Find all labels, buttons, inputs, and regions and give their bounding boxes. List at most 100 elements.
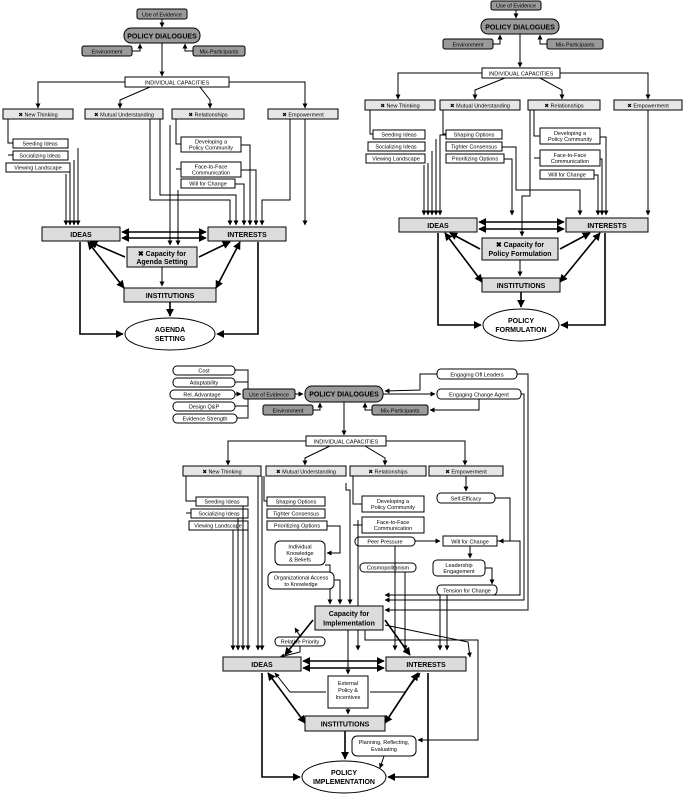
d3-seeding-ideas-label: Seeding Ideas [204,500,239,506]
d2-shaping-options-label: Shaping Options [454,133,495,139]
d3-empowerment-label: ✖ Empowerment [445,469,487,476]
d3-developing-label-1: Developing a [377,499,410,505]
policy-formulation-label-2: FORMULATION [495,327,546,334]
d3-environment-label: Environment [273,409,304,415]
diagram-policy-implementation: Cost Adaptability Rel. Advantage Design … [169,365,529,794]
empowerment-box [267,108,339,120]
evidence-strength-label: Evidence Strength [183,417,228,423]
individual-knowledge-label-1: Individual [288,545,311,551]
d3-tighter-consensus-label: Tighter Consensus [273,512,319,518]
d2-viewing-landscape-box [365,153,426,164]
d2-mutual-understanding-label: ✖ Mutual Understanding [450,103,510,110]
leadership-label-2: Engagement [443,569,475,575]
capacity-agenda-label-2: Agenda Setting [136,259,187,266]
mutual-understanding-label: ✖ Mutual Understanding [94,112,154,119]
d2-use-evidence-label: Use of Evidence [496,4,536,10]
new-thinking-box [2,108,74,120]
planning-reflecting-box [351,735,417,757]
d3-socializing-ideas-label: Socializing Ideas [198,512,240,518]
d2-viewing-landscape-label: Viewing Landscape [372,157,420,163]
agenda-setting-label-2: SETTING [155,336,186,343]
agenda-setting-label-1: AGENDA [155,327,185,334]
socializing-ideas-label: Socializing Ideas [19,154,61,160]
d2-institutions-label: INSTITUTIONS [497,283,546,290]
adaptability-label: Adaptability [190,381,219,387]
d2-capacity-formulation-label-2: Policy Formulation [488,251,551,258]
relative-priority-label: Relative Priority [281,640,320,646]
d3-mutual-understanding-box [265,465,347,477]
d2-tighter-consensus-label: Tighter Consensus [451,145,497,151]
individual-knowledge-label-2: Knowledge [286,551,313,557]
capacity-implementation-box [314,605,384,631]
diagram-agenda-setting: Use of Evidence POLICY DIALOGUES Environ… [2,8,339,351]
institutions-label: INSTITUTIONS [146,293,195,300]
d3-ideas-label: IDEAS [251,662,273,669]
d3-institutions-label: INSTITUTIONS [321,722,370,729]
d2-prioritizing-options-label: Prioritizing Options [452,157,498,163]
cosmopolitanism-box [359,562,417,573]
d2-relationships-box [527,99,601,111]
d3-shaping-options-label: Shaping Options [276,500,317,506]
planning-label-2: Evaluating [371,747,397,753]
ideas-box [41,226,121,242]
viewing-landscape-label: Viewing Landscape [14,166,62,172]
use-evidence-label: Use of Evidence [142,13,182,19]
d3-relationships-box [349,465,427,477]
d3-interests-label: INTERESTS [406,662,446,669]
self-efficacy-label: Self-Efficacy [451,497,482,503]
d2-face-to-face-label-1: Face-to-Face [554,153,587,159]
tension-for-change-box [436,584,498,596]
d2-ideas-label: IDEAS [427,223,449,230]
will-for-change-label: Will for Change [189,182,227,188]
tension-for-change-label: Tension for Change [443,589,491,595]
d3-will-for-change-label: Will for Change [451,540,489,546]
d2-face-to-face-label-2: Communication [551,159,589,165]
d3-ideas-box [222,656,302,672]
new-thinking-label: ✖ New Thinking [18,112,57,119]
capacity-agenda-label-1: ✖ Capacity for [138,250,187,258]
policy-implementation-label-1: POLICY [331,770,357,777]
policy-dialogues-label: POLICY DIALOGUES [127,34,197,41]
d2-new-thinking-label: ✖ New Thinking [380,103,419,110]
policy-implementation-outcome [301,760,387,794]
d3-interests-box [385,656,467,672]
empowerment-label: ✖ Empowerment [282,112,324,119]
d2-developing-label-2: Policy Community [548,137,592,143]
d2-policy-dialogues-label: POLICY DIALOGUES [485,25,555,32]
policy-implementation-label-2: IMPLEMENTATION [313,779,375,786]
d3-new-thinking-label: ✖ New Thinking [202,469,241,476]
d2-interests-label: INTERESTS [587,223,627,230]
diagram-policy-formulation: Use of Evidence POLICY DIALOGUES Environ… [364,0,683,342]
mutual-understanding-box [84,108,164,120]
interests-label: INTERESTS [227,232,267,239]
external-policy-label-1: External [338,681,358,687]
d2-relationships-label: ✖ Relationships [544,103,583,110]
org-access-label-2: to Knowledge [284,582,317,588]
d3-mutual-understanding-label: ✖ Mutual Understanding [276,469,336,476]
environment-label: Environment [92,50,123,56]
rel-advantage-label: Rel. Advantage [183,393,220,399]
d2-capacity-formulation-label-1: ✖ Capacity for [496,241,545,249]
d3-viewing-landscape-box [188,520,249,531]
d2-mix-participants-label: Mix-Participants [555,43,594,49]
external-policy-label-3: Incentives [336,695,361,701]
d3-mix-participants-label: Mix-Participants [380,409,419,415]
d3-tighter-consensus-box [266,508,326,519]
individual-capacities-label: INDIVIDUAL CAPACITIES [145,81,210,87]
external-policy-box [327,675,369,709]
d2-mutual-understanding-box [439,99,521,111]
interests-box [207,226,287,242]
leadership-label-1: Leadership [445,563,472,569]
d3-relationships-label: ✖ Relationships [368,469,407,476]
mix-participants-label: Mix-Participants [199,50,238,56]
d3-face-to-face-label-2: Communication [374,526,412,532]
developing-label-2: Policy Community [189,146,233,152]
d3-face-to-face-label-1: Face-to-Face [377,520,410,526]
relationships-box [171,108,245,120]
viewing-landscape-box [5,162,71,173]
d2-new-thinking-box [364,99,436,111]
d3-prioritizing-options-label: Prioritizing Options [274,524,320,530]
org-access-label-1: Organizational Access [274,576,329,582]
d3-viewing-landscape-label: Viewing Landscape [194,524,242,530]
